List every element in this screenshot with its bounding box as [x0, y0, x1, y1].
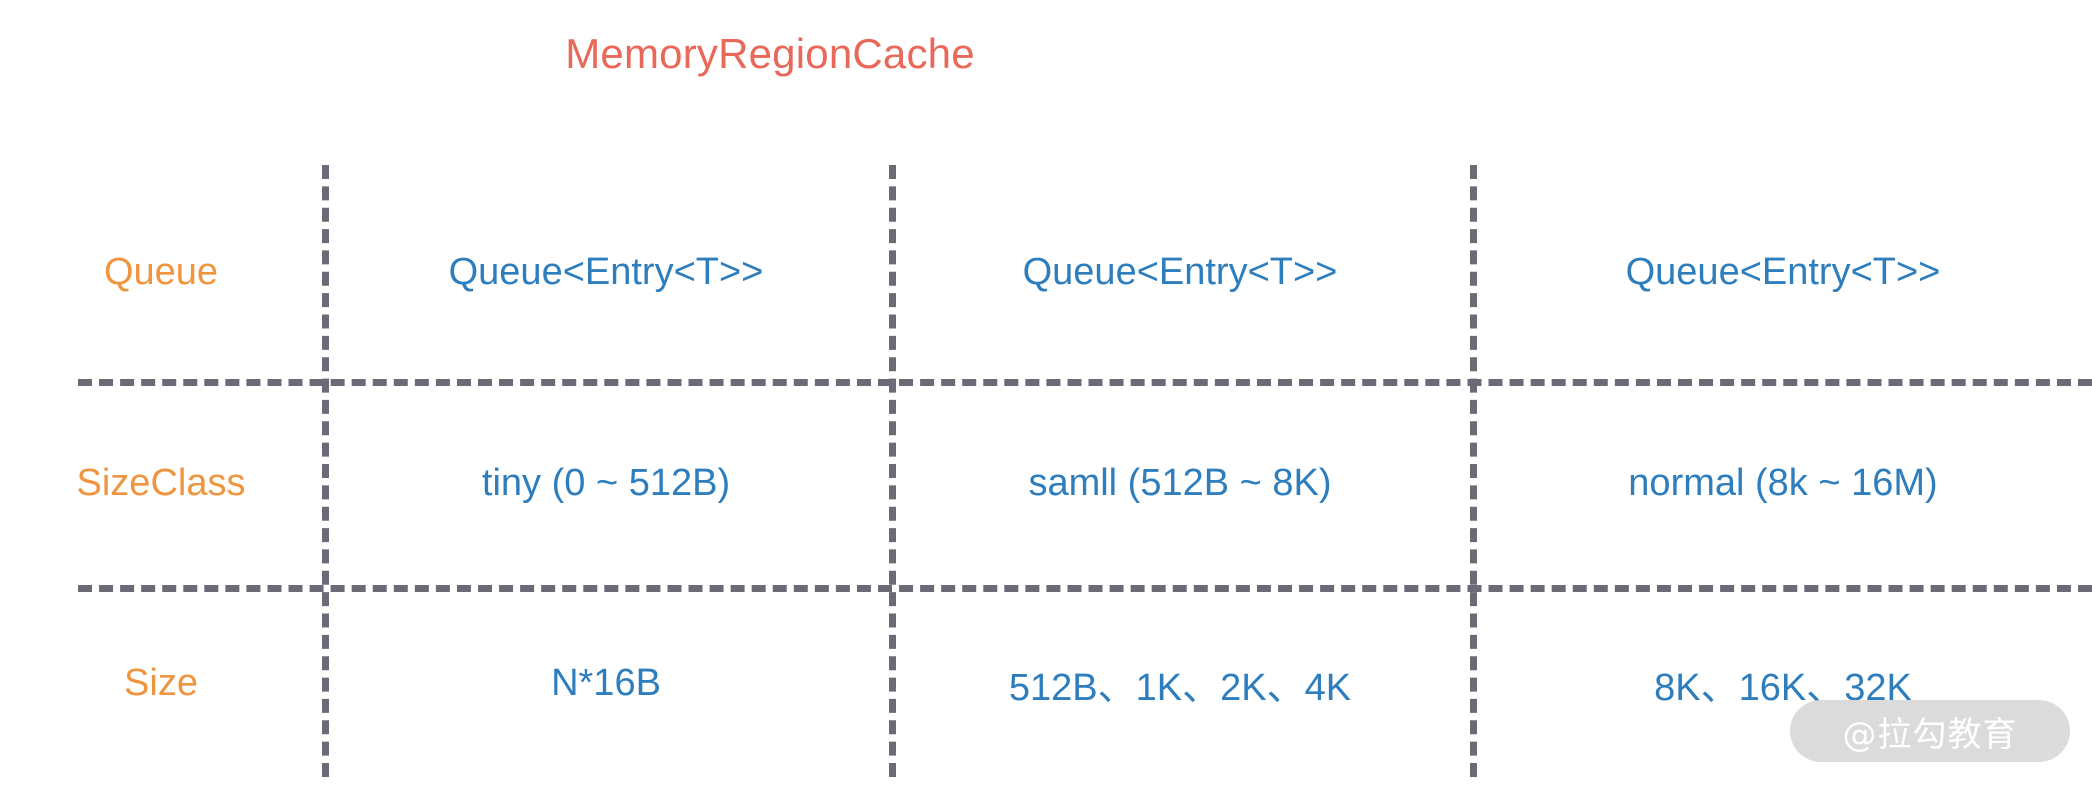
row-separator-2 — [78, 585, 2092, 592]
cell-sizeclass-tiny: tiny (0 ~ 512B) — [481, 461, 731, 504]
cell-queue-tiny: Queue<Entry<T>> — [448, 251, 764, 293]
page-title: MemoryRegionCache — [565, 30, 975, 77]
cell-queue-normal: Queue<Entry<T>> — [1625, 251, 1941, 293]
row-label-queue: Queue — [103, 251, 219, 293]
cell-sizeclass-normal: normal (8k ~ 16M) — [1628, 461, 1938, 504]
column-separator-3 — [1470, 165, 1477, 777]
cell-size-tiny: N*16B — [551, 661, 661, 704]
column-separator-1 — [322, 165, 329, 777]
cell-size-small: 512B、1K、2K、4K — [1008, 666, 1352, 709]
column-separator-2 — [889, 165, 896, 777]
cell-queue-small: Queue<Entry<T>> — [1022, 251, 1338, 293]
row-label-sizeclass: SizeClass — [76, 461, 246, 504]
watermark-badge: @拉勾教育 — [1790, 700, 2070, 762]
row-separator-1 — [78, 379, 2092, 386]
row-label-size: Size — [124, 661, 198, 704]
cell-sizeclass-small: samll (512B ~ 8K) — [1028, 461, 1332, 504]
